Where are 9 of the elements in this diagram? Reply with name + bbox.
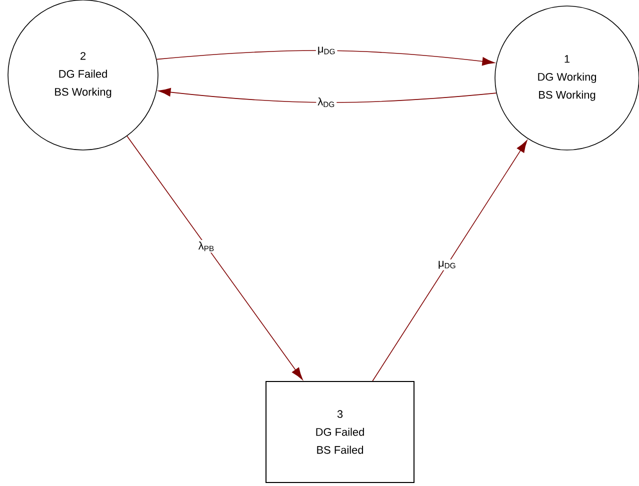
- arrow: [158, 88, 497, 103]
- arrow: [126, 136, 303, 380]
- edge-label: μ$_{DG}$: [316, 45, 338, 56]
- edge-label: λ$_{DG}$: [316, 96, 337, 109]
- edge-label: μ$_{DG}$: [436, 259, 458, 270]
- edge-label: λ$_{PB}$: [196, 240, 216, 253]
- arrow: [156, 50, 495, 66]
- state-box: 3 DG Failed BS Failed: [266, 381, 414, 483]
- arrow: [372, 140, 528, 382]
